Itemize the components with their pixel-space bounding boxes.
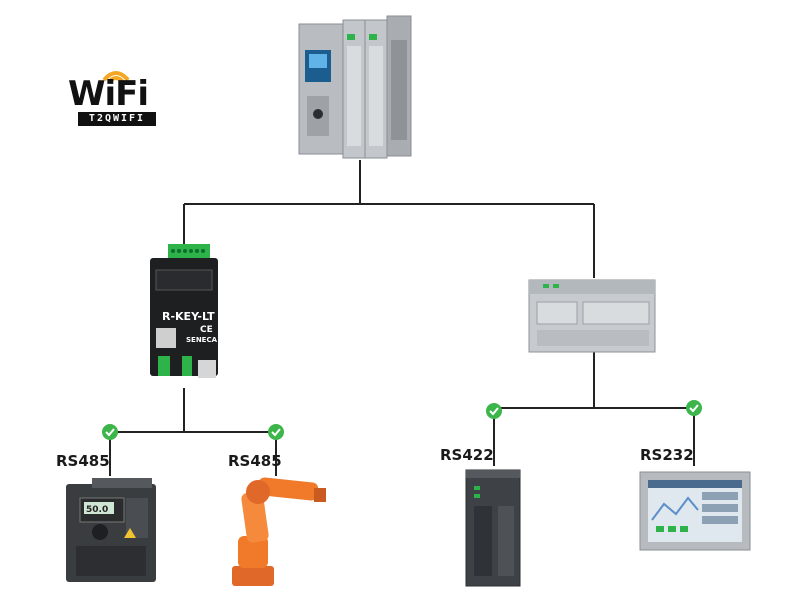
compact-plc-icon bbox=[528, 279, 656, 353]
logo-brand-text: T2QWIFI bbox=[78, 112, 156, 126]
industrial-robot-arm-icon bbox=[232, 477, 326, 586]
wifi-signal-icon bbox=[102, 71, 130, 84]
port-label-rs232: RS232 bbox=[640, 446, 694, 464]
frequency-inverter-icon: 50.0 bbox=[66, 478, 156, 582]
check-icon bbox=[268, 424, 284, 440]
logo-wordmark: WiFi bbox=[68, 74, 149, 114]
brand-logo: WiFi T2QWIFI bbox=[66, 62, 166, 132]
port-label-rs422: RS422 bbox=[440, 446, 494, 464]
port-label-rs485: RS485 bbox=[56, 452, 110, 470]
plc-cpu-module-icon bbox=[298, 15, 412, 159]
check-icon bbox=[686, 400, 702, 416]
check-icon bbox=[102, 424, 118, 440]
gateway-model-text: R-KEY-LT bbox=[162, 310, 215, 323]
hmi-touch-panel-icon bbox=[639, 471, 751, 551]
io-module-icon bbox=[465, 469, 521, 587]
ce-mark: CE bbox=[200, 325, 213, 335]
inverter-display-text: 50.0 bbox=[86, 505, 108, 515]
port-label-rs485: RS485 bbox=[228, 452, 282, 470]
check-icon bbox=[486, 403, 502, 419]
protocol-gateway-icon: R-KEY-LT SENECA CE bbox=[150, 244, 218, 378]
gateway-brand-text: SENECA bbox=[186, 336, 218, 344]
